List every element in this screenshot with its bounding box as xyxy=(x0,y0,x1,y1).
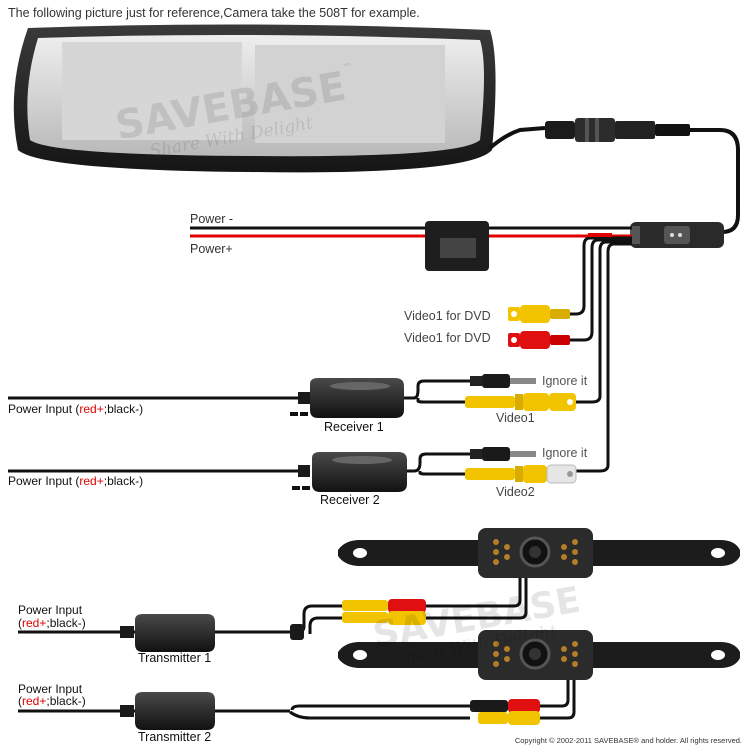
dc-plug-receiver-1-icon xyxy=(470,374,536,388)
video1-label: Video1 xyxy=(496,411,535,425)
dvd-video-yellow-label: Video1 for DVD xyxy=(404,309,491,323)
dvd-video-red-label: Video1 for DVD xyxy=(404,331,491,345)
power-wires xyxy=(190,226,632,238)
transmitter-1-label: Transmitter 1 xyxy=(138,651,212,665)
harness-connector-icon xyxy=(630,222,724,248)
transmitter-2-icon xyxy=(120,692,215,730)
transmitter-2-power-input-label: Power Input xyxy=(18,682,83,696)
mirror-cable xyxy=(488,118,740,235)
transmitter-2-label: Transmitter 2 xyxy=(138,730,212,744)
rca-plug-dvd-red-icon xyxy=(508,331,570,349)
rca-pair-camera-2-icon xyxy=(470,699,540,725)
transmitter-1-power-polarity-label: (red+;black-) xyxy=(18,616,86,630)
receiver-2-label: Receiver 2 xyxy=(320,493,380,507)
rca-pair-camera-1-icon xyxy=(342,599,426,625)
receiver-2-icon xyxy=(292,452,407,492)
transmitter-1-icon xyxy=(120,614,304,652)
license-plate-camera-2-icon xyxy=(338,630,740,680)
ignore-it-label-receiver-1: Ignore it xyxy=(542,374,588,388)
power-control-box-icon xyxy=(425,221,489,271)
transmitter-1-power-input-label: Power Input xyxy=(18,603,83,617)
receiver-1-label: Receiver 1 xyxy=(324,420,384,434)
rca-pair-video1-icon xyxy=(465,393,576,411)
ignore-it-label-receiver-2: Ignore it xyxy=(542,446,588,460)
power-positive-label: Power+ xyxy=(190,242,233,256)
reference-note: The following picture just for reference… xyxy=(8,6,420,20)
copyright-notice: Copyright © 2002-2011 SAVEBASE® and hold… xyxy=(514,736,742,745)
rearview-mirror-monitor-icon xyxy=(13,24,496,173)
rca-plug-dvd-yellow-icon xyxy=(508,305,570,323)
transmitter-2-power-polarity-label: (red+;black-) xyxy=(18,694,86,708)
license-plate-camera-1-icon xyxy=(338,528,740,578)
camera-2-wiring xyxy=(289,680,576,720)
rca-pair-video2-icon xyxy=(465,464,577,484)
harness-red-tips xyxy=(588,233,612,237)
receiver-1-icon xyxy=(290,378,404,418)
receiver-1-power-input-label: Power Input (red+;black-) xyxy=(8,402,144,416)
dc-plug-receiver-2-icon xyxy=(470,447,536,461)
receiver-1-wiring xyxy=(8,379,470,404)
receiver-2-wiring xyxy=(8,452,470,476)
video2-label: Video2 xyxy=(496,485,535,499)
power-negative-label: Power - xyxy=(190,212,234,226)
receiver-2-power-input-label: Power Input (red+;black-) xyxy=(8,474,144,488)
harness-branch-wires xyxy=(570,236,632,473)
